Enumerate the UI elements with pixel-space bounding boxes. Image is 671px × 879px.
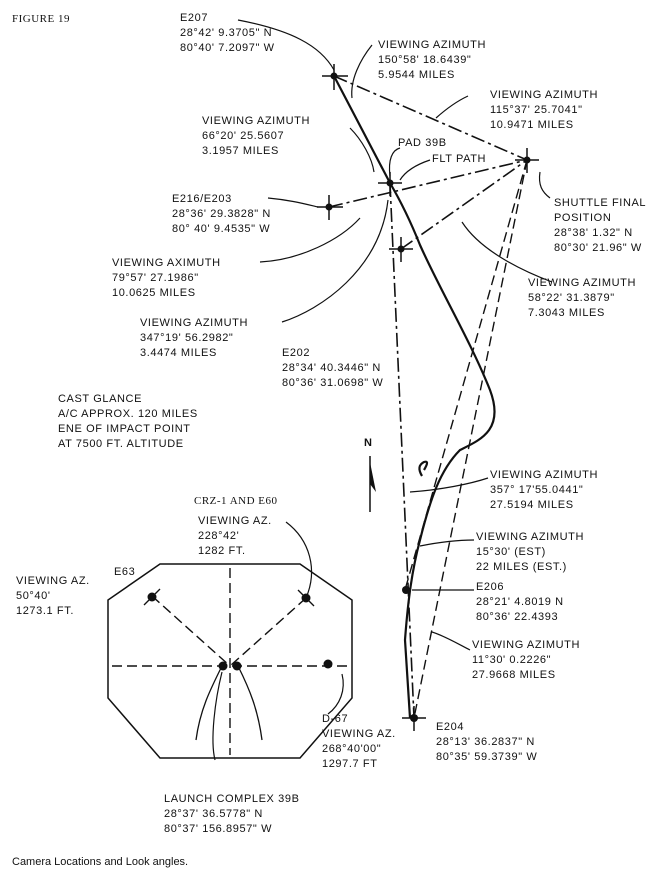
north-arrow-head xyxy=(370,462,376,492)
camera-markers xyxy=(317,64,539,731)
label-e216-e203: E216/E203 28°36' 29.3828" N 80° 40' 9.45… xyxy=(172,193,275,235)
sight-line-e202-shuttle xyxy=(400,159,528,250)
sight-line-e207-shuttle xyxy=(333,75,528,161)
label-shuttle-final-position: SHUTTLE FINAL POSITION 28°38' 1.32" N 80… xyxy=(554,197,649,254)
sight-line-pad-e204 xyxy=(389,182,415,719)
leader-arrows xyxy=(212,19,553,761)
leader-e216 xyxy=(267,197,319,208)
figure-title: FIGURE 19 xyxy=(12,13,70,25)
label-e63: E63 xyxy=(114,566,135,578)
leader-pad xyxy=(388,147,401,177)
marker-e206 xyxy=(402,586,410,594)
label-e204: E204 28°13' 36.2837" N 80°35' 59.3739" W xyxy=(436,721,539,763)
marker-e204 xyxy=(402,706,426,731)
leader-va-79 xyxy=(259,217,361,263)
launch-complex-outline xyxy=(107,563,353,759)
leader-flt xyxy=(399,159,431,181)
leader-va-357 xyxy=(409,477,489,493)
flight-path-line xyxy=(333,75,496,719)
complex-flame-trench-right xyxy=(237,665,263,741)
marker-e207 xyxy=(322,64,348,90)
label-viewing-az-228: VIEWING AZ. 228°42' 1282 FT. xyxy=(198,515,276,557)
label-viewing-azimuth-66: VIEWING AZIMUTH 66°20' 25.5607 3.1957 MI… xyxy=(202,115,314,157)
leader-va-150 xyxy=(351,44,373,99)
figure-caption: Camera Locations and Look angles. xyxy=(12,856,188,868)
label-viewing-az-50: VIEWING AZ. 50°40' 1273.1 FT. xyxy=(16,575,94,617)
label-crz1-e60: CRZ-1 AND E60 xyxy=(194,495,278,507)
label-cast-glance: CAST GLANCE A/C APPROX. 120 MILES ENE OF… xyxy=(58,393,201,450)
leader-va-115 xyxy=(435,95,469,119)
leader-d67 xyxy=(327,673,344,715)
marker-shuttle-final xyxy=(515,148,539,173)
label-viewing-azimuth-115: VIEWING AZIMUTH 115°37' 25.7041" 10.9471… xyxy=(490,89,602,131)
label-d67: D-67 VIEWING AZ. 268°40'00" 1297.7 FT xyxy=(322,713,400,770)
leader-va-11 xyxy=(431,631,471,651)
label-viewing-azimuth-58: VIEWING AZIMUTH 58°22' 31.3879" 7.3043 M… xyxy=(528,277,640,319)
launch-complex-39b xyxy=(107,563,353,759)
complex-flame-trench-left xyxy=(195,665,223,741)
leader-va-347 xyxy=(281,199,389,323)
label-viewing-azimuth-150: VIEWING AZIMUTH 150°58' 18.6439" 5.9544 … xyxy=(378,39,490,81)
label-viewing-azimuth-15: VIEWING AZIMUTH 15°30' (EST) 22 MILES (E… xyxy=(476,531,588,573)
marker-pad-right xyxy=(232,661,242,671)
leader-shuttle xyxy=(538,171,551,199)
label-viewing-azimuth-11: VIEWING AZIMUTH 11°30' 0.2226" 27.9668 M… xyxy=(472,639,584,681)
leader-launch-complex xyxy=(212,671,223,761)
leader-va-228 xyxy=(285,521,313,599)
label-flt-path: FLT PATH xyxy=(432,153,486,165)
sight-lines xyxy=(328,75,528,719)
sight-line-shuttle-e204 xyxy=(413,159,528,719)
label-e202: E202 28°34' 40.3446" N 80°36' 31.0698" W xyxy=(282,347,385,389)
label-viewing-azimuth-347: VIEWING AZIMUTH 347°19' 56.2982" 3.4474 … xyxy=(140,317,252,359)
label-launch-complex-39b: LAUNCH COMPLEX 39B 28°37' 36.5778" N 80°… xyxy=(164,793,303,835)
label-e207: E207 28°42' 9.3705" N 80°40' 7.2097" W xyxy=(180,12,276,54)
complex-axis-diag-left xyxy=(151,595,231,667)
marker-d67 xyxy=(323,659,333,669)
complex-axis-diag-right xyxy=(229,597,307,667)
label-viewing-azimuth-357: VIEWING AZIMUTH 357° 17'55.0441" 27.5194… xyxy=(490,469,602,511)
label-e206: E206 28°21' 4.8019 N 80°36' 22.4393 xyxy=(476,581,567,623)
north-arrow: N xyxy=(364,437,376,512)
sight-line-e216-shuttle xyxy=(328,159,528,208)
leader-va-66 xyxy=(349,127,375,173)
label-viewing-aximuth-79: VIEWING AXIMUTH 79°57' 27.1986" 10.0625 … xyxy=(112,257,224,299)
leader-va-58 xyxy=(461,221,553,283)
leader-va-15 xyxy=(419,539,475,547)
marker-e202 xyxy=(389,237,413,262)
marker-pad-left xyxy=(218,661,228,671)
label-pad-39b: PAD 39B xyxy=(398,137,447,149)
flight-path-kink xyxy=(418,460,429,477)
north-label: N xyxy=(364,437,373,449)
leader-e207 xyxy=(237,19,335,71)
marker-e216 xyxy=(317,195,343,220)
